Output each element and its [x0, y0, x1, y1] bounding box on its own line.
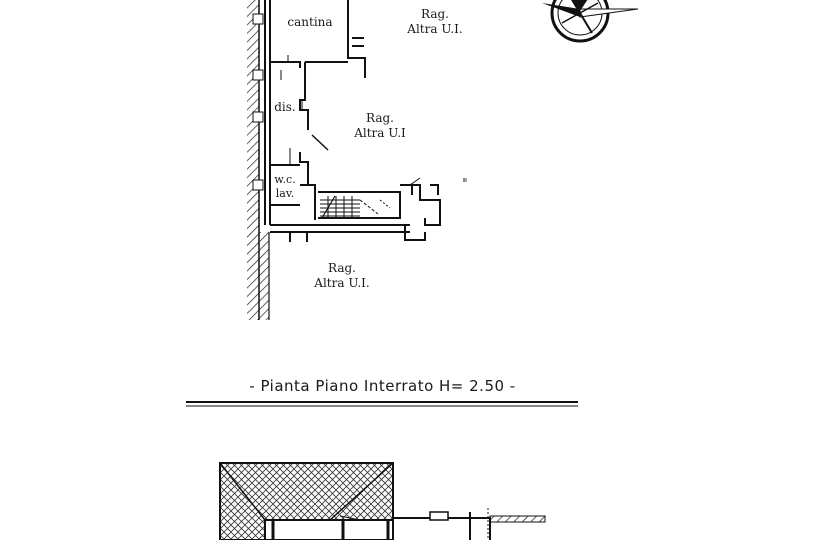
lower-floor-plan [219, 462, 546, 540]
room-label-dis: dis. [270, 100, 300, 115]
room-label-line: cantina [287, 15, 333, 29]
interior-walls [264, 0, 441, 242]
room-label-line: Altra U.I. [314, 276, 370, 290]
room-label-rag-mid: Rag. Altra U.I [340, 111, 420, 141]
room-label-rag-bottom: Rag. Altra U.I. [302, 261, 382, 291]
plan-title: - Pianta Piano Interrato H= 2.50 - [249, 377, 516, 395]
room-label-line: lav. [275, 187, 295, 200]
retaining-wall [247, 0, 270, 320]
door-marks [280, 55, 465, 215]
room-label-line: dis. [274, 100, 296, 114]
room-label-line: Rag. [328, 261, 356, 275]
room-label-line: w.c. [274, 173, 296, 186]
room-label-rag-top: Rag. Altra U.I. [395, 7, 475, 37]
room-label-line: Altra U.I [354, 126, 406, 140]
room-label-wc: w.c. lav. [270, 173, 300, 201]
room-label-line: Altra U.I. [407, 22, 463, 36]
north-arrow-compass-icon [542, 0, 639, 43]
room-label-line: Rag. [421, 7, 449, 21]
title-underline [186, 401, 578, 407]
room-label-cantina: cantina [280, 15, 340, 30]
staircase [320, 195, 360, 219]
room-label-line: Rag. [366, 111, 394, 125]
